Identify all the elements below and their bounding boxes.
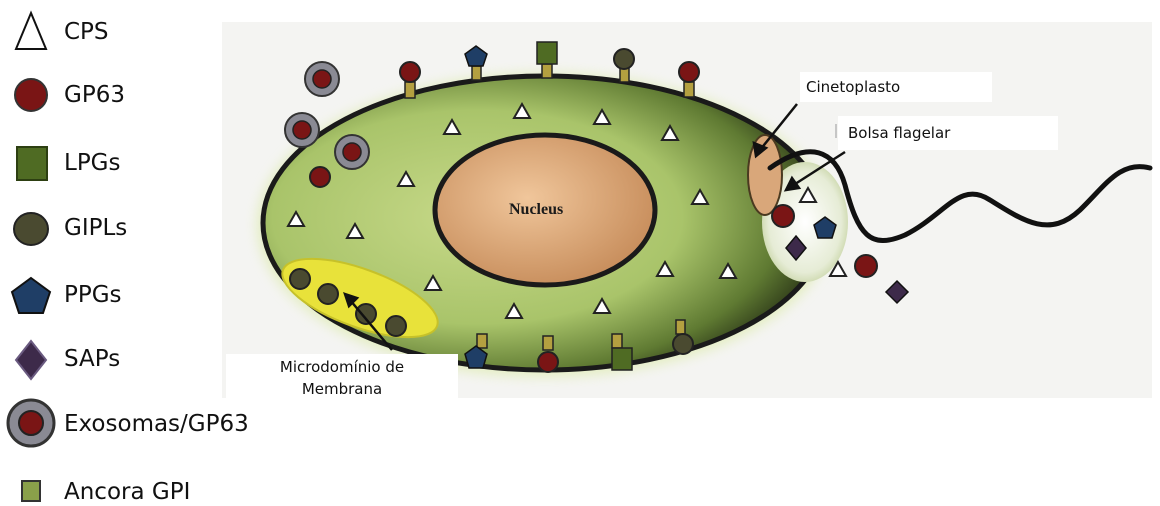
legend-label-ancora: Ancora GPI [64, 481, 190, 504]
callout-microdominio: Microdomínio de Membrana [226, 354, 458, 406]
lpg-icon [17, 147, 47, 180]
sap-icon [16, 341, 46, 379]
legend [8, 13, 54, 501]
callout-cinetoplasto: Cinetoplasto [800, 72, 992, 102]
legend-label-lpgs: LPGs [64, 152, 121, 175]
legend-label-gipls: GIPLs [64, 217, 127, 240]
legend-label-ppgs: PPGs [64, 284, 122, 307]
callout-bolsa-flagelar: Bolsa flagelar [838, 116, 1058, 150]
legend-label-cps: CPS [64, 21, 109, 44]
gipl-icon [14, 213, 48, 245]
legend-label-gp63: GP63 [64, 84, 125, 107]
cps-icon [16, 13, 46, 49]
callout-microdominio-line2: Membrana [226, 378, 458, 400]
nucleus-label: Nucleus [509, 201, 563, 219]
gpi-anchor-icon [22, 481, 40, 501]
gp63-icon [15, 79, 47, 111]
callout-microdominio-line1: Microdomínio de [226, 356, 458, 378]
ppg-icon [12, 278, 50, 313]
legend-label-saps: SAPs [64, 348, 120, 371]
legend-label-exosomas: Exosomas/GP63 [64, 413, 249, 436]
exosome-core-icon [19, 411, 43, 435]
